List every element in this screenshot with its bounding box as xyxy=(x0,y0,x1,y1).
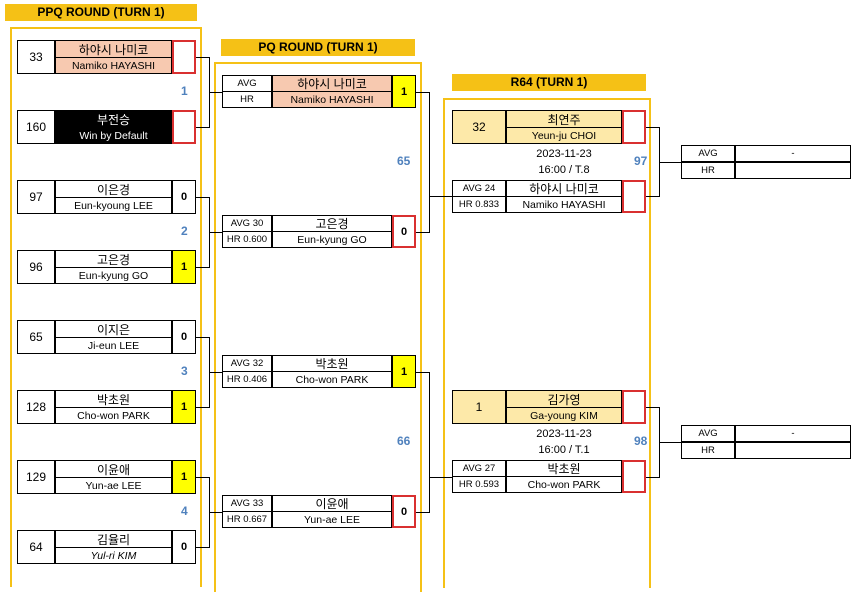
player-name-english: Namiko HAYASHI xyxy=(272,91,392,108)
seed-number: 129 xyxy=(17,460,55,494)
hr-stat: HR 0.593 xyxy=(452,476,506,493)
hr-label: HR xyxy=(681,162,735,179)
score-box-winner: 1 xyxy=(392,75,416,108)
player-name-english: Cho-won PARK xyxy=(272,371,392,388)
seed-number: 160 xyxy=(17,110,55,144)
hr-value xyxy=(735,162,851,179)
match-number: 3 xyxy=(181,364,188,378)
hr-stat: HR 0.833 xyxy=(452,196,506,213)
player-name-korean: 고은경 xyxy=(272,215,392,232)
hr-label: HR xyxy=(681,442,735,459)
ppq-column-frame xyxy=(10,27,202,587)
hr-stat: HR 0.667 xyxy=(222,511,272,528)
avg-stat: AVG 24 xyxy=(452,180,506,197)
player-name-korean: 하야시 나미코 xyxy=(55,40,172,58)
player-name-english: Eun-kyoung LEE xyxy=(55,197,172,214)
pq-round-header: PQ ROUND (TURN 1) xyxy=(221,39,415,56)
score-box xyxy=(622,110,646,144)
score-box-frame xyxy=(392,215,416,248)
player-name-korean: 박초원 xyxy=(272,355,392,372)
score-box xyxy=(172,40,196,74)
r64-header: R64 (TURN 1) xyxy=(452,74,646,91)
player-name-english: Yul-ri KIM xyxy=(55,547,172,564)
match-number: 66 xyxy=(397,434,411,448)
hr-stat: HR 0.600 xyxy=(222,231,272,248)
score-box-winner: 1 xyxy=(172,390,196,424)
pq-column-frame xyxy=(214,62,422,592)
match-time-table: 16:00 / T.8 xyxy=(538,164,590,176)
seed-number: 97 xyxy=(17,180,55,214)
seed-number: 33 xyxy=(17,40,55,74)
player-name-english: Namiko HAYASHI xyxy=(506,196,622,213)
player-name-korean: 이윤애 xyxy=(272,495,392,512)
avg-stat: AVG 30 xyxy=(222,215,272,232)
seed-number: 1 xyxy=(452,390,506,424)
match-number: 65 xyxy=(397,154,411,168)
match-number: 97 xyxy=(634,154,648,168)
avg-label: AVG xyxy=(681,145,735,162)
avg-stat: AVG 33 xyxy=(222,495,272,512)
player-name-english: Namiko HAYASHI xyxy=(55,57,172,74)
seed-number: 65 xyxy=(17,320,55,354)
seed-number: 64 xyxy=(17,530,55,564)
player-name-korean: 이은경 xyxy=(55,180,172,198)
score-box-winner: 1 xyxy=(172,460,196,494)
match-date: 2023-11-23 xyxy=(536,148,592,160)
hr-value xyxy=(735,442,851,459)
player-name-korean: 김율리 xyxy=(55,530,172,548)
player-name-english: Yun-ae LEE xyxy=(272,511,392,528)
player-name-korean: 하야시 나미코 xyxy=(506,180,622,197)
seed-number: 96 xyxy=(17,250,55,284)
score-box: 0 xyxy=(172,530,196,564)
match-number: 2 xyxy=(181,224,188,238)
avg-value: - xyxy=(735,425,851,442)
score-box xyxy=(622,460,646,493)
score-box-winner: 1 xyxy=(392,355,416,388)
match-number: 98 xyxy=(634,434,648,448)
score-box-frame xyxy=(392,495,416,528)
score-box: 0 xyxy=(172,180,196,214)
player-name-korean: 고은경 xyxy=(55,250,172,268)
r64-column-frame xyxy=(443,98,651,588)
match-number: 4 xyxy=(181,504,188,518)
avg-stat: AVG 27 xyxy=(452,460,506,477)
score-box xyxy=(622,180,646,213)
score-box xyxy=(622,390,646,424)
score-box-winner: 1 xyxy=(172,250,196,284)
match-time-table: 16:00 / T.1 xyxy=(538,444,590,456)
match-date: 2023-11-23 xyxy=(536,428,592,440)
player-name-korean: 김가영 xyxy=(506,390,622,408)
avg-stat: AVG 32 xyxy=(222,355,272,372)
hr-stat: HR xyxy=(222,91,272,108)
player-name-english: Yun-ae LEE xyxy=(55,477,172,494)
player-name-korean: 박초원 xyxy=(506,460,622,477)
player-name-english: Eun-kyung GO xyxy=(55,267,172,284)
avg-value: - xyxy=(735,145,851,162)
score-box: 0 xyxy=(172,320,196,354)
player-name-english: Ga-young KIM xyxy=(506,407,622,424)
score-box xyxy=(172,110,196,144)
avg-label: AVG xyxy=(681,425,735,442)
player-name-english: Ji-eun LEE xyxy=(55,337,172,354)
player-name-english: Cho-won PARK xyxy=(55,407,172,424)
avg-stat: AVG xyxy=(222,75,272,92)
match-number: 1 xyxy=(181,84,188,98)
player-name-korean: 부전승 xyxy=(55,110,172,128)
player-name-korean: 이윤애 xyxy=(55,460,172,478)
seed-number: 32 xyxy=(452,110,506,144)
hr-stat: HR 0.406 xyxy=(222,371,272,388)
seed-number: 128 xyxy=(17,390,55,424)
player-name-english: Win by Default xyxy=(55,127,172,144)
player-name-korean: 하야시 나미코 xyxy=(272,75,392,92)
player-name-korean: 최연주 xyxy=(506,110,622,128)
player-name-english: Eun-kyung GO xyxy=(272,231,392,248)
player-name-english: Cho-won PARK xyxy=(506,476,622,493)
player-name-english: Yeun-ju CHOI xyxy=(506,127,622,144)
ppq-round-header: PPQ ROUND (TURN 1) xyxy=(5,4,197,21)
player-name-korean: 박초원 xyxy=(55,390,172,408)
player-name-korean: 이지은 xyxy=(55,320,172,338)
